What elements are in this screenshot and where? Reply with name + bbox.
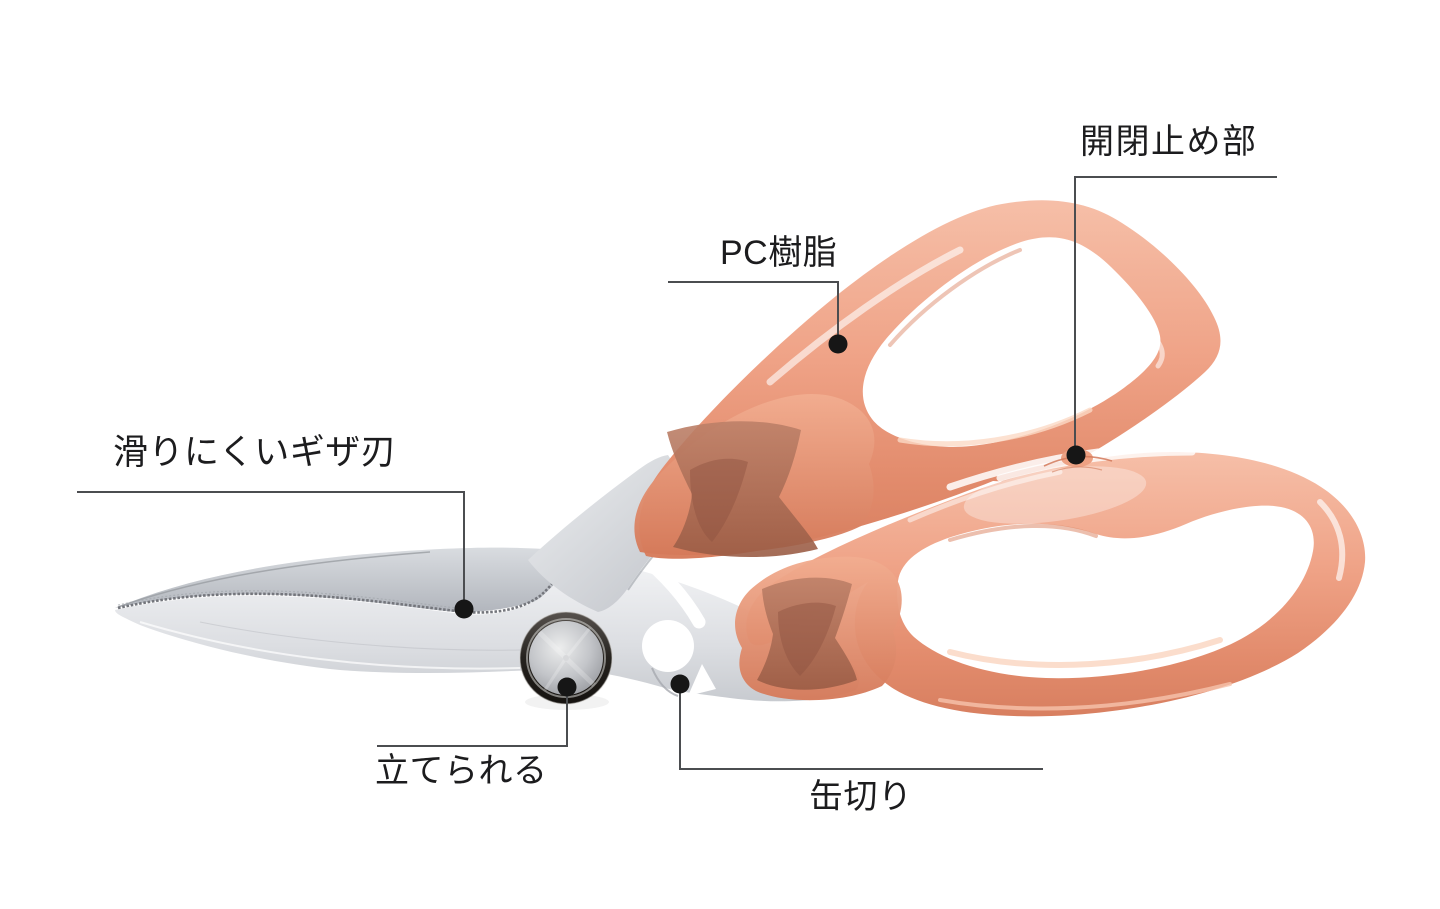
lower-handle-gloss-2 <box>907 469 1063 523</box>
front-blade-edge-highlight <box>139 621 521 670</box>
lower-handle <box>735 448 1366 717</box>
label-open-close-stopper: 開閉止め部 <box>1080 123 1258 161</box>
callout-dot-pc-resin <box>828 334 848 354</box>
lower-handle-top-gloss <box>996 448 1196 482</box>
serration-shadow-line <box>117 590 466 610</box>
can-opener-notch <box>642 620 694 672</box>
leader-line-serrated-blade <box>77 491 465 601</box>
callout-dot-stand-up <box>557 677 577 697</box>
lower-handle-bottom-rim-light <box>938 682 1232 711</box>
upper-bolster-window-shade <box>690 458 748 542</box>
stopper-seam-line-2 <box>1051 466 1103 473</box>
leader-line-can-opener <box>679 691 1043 770</box>
callout-dot-open-close-stopper <box>1066 445 1086 465</box>
label-stand-up: 立てられる <box>375 752 548 790</box>
label-can-opener: 缶切り <box>809 778 913 816</box>
lower-hole-bottom-rim-light <box>947 637 1223 668</box>
knob-brushed-sheen <box>537 627 596 691</box>
callout-dot-serrated-blade <box>454 599 474 619</box>
lower-handle-end-gloss <box>1317 499 1346 581</box>
lower-handle-soft-highlight <box>963 466 1147 524</box>
label-serrated-blade: 滑りにくいギザ刃 <box>113 433 397 472</box>
leader-lines <box>77 176 1277 770</box>
serration-line <box>117 575 560 614</box>
upper-handle-tip-gloss <box>1145 327 1165 369</box>
callout-dots <box>454 334 1086 697</box>
knob-center-point <box>563 655 569 661</box>
lower-bolster-window-shade <box>778 602 836 676</box>
lower-bolster-window <box>757 577 857 690</box>
leader-line-stand-up <box>377 694 568 747</box>
can-opener-tip-gap <box>688 664 716 696</box>
upper-handle <box>634 200 1221 559</box>
lower-hole-top-rim-shadow <box>948 523 1098 542</box>
leader-line-pc-resin <box>668 281 839 337</box>
callout-dot-can-opener <box>670 674 690 694</box>
leader-line-open-close-stopper <box>1074 176 1277 449</box>
front-blade-grind-line <box>199 621 521 651</box>
upper-hole-bottom-rim-light <box>897 407 1093 447</box>
upper-handle-gloss-streak <box>766 246 964 386</box>
back-blade-spine-line <box>117 551 431 608</box>
lower-handle-loop <box>746 452 1366 717</box>
can-opener-hook-edge <box>651 667 679 697</box>
upper-hole-top-rim-shadow <box>888 248 1022 347</box>
label-pc-resin: PC樹脂 <box>720 234 838 272</box>
upper-bolster-window <box>667 421 818 558</box>
